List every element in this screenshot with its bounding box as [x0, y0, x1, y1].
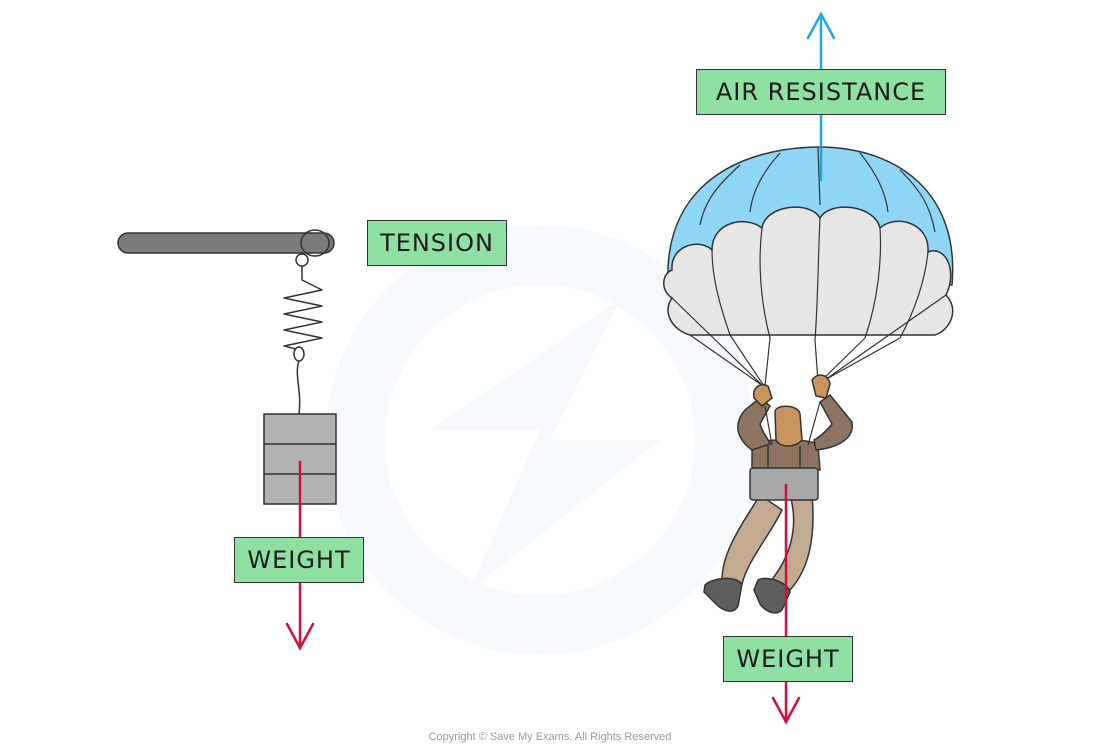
spring-icon — [283, 266, 323, 351]
weight-arrow-left — [285, 460, 315, 651]
weight-arrow-right — [771, 483, 801, 725]
air-resistance-arrow — [806, 11, 836, 71]
hanging-wire — [296, 360, 301, 415]
hook-loop — [300, 229, 330, 257]
left-boot — [703, 577, 743, 612]
harness — [749, 467, 819, 501]
head — [774, 405, 803, 447]
hook-ring-top — [295, 253, 309, 267]
weight-label-right: WEIGHT — [723, 636, 853, 682]
hook-ring-bottom — [293, 346, 305, 362]
copyright-text: Copyright © Save My Exams. All Rights Re… — [428, 731, 672, 743]
canopy-panel-lines — [699, 147, 936, 233]
right-boot — [753, 577, 791, 614]
watermark-logo — [325, 225, 755, 655]
air-resistance-label: AIR RESISTANCE — [696, 69, 946, 115]
parachutist — [663, 11, 954, 725]
left-arm — [737, 397, 771, 451]
tension-label: TENSION — [367, 220, 507, 266]
spring-mass-system — [117, 229, 337, 651]
right-hand — [811, 374, 831, 399]
weight-label-left: WEIGHT — [234, 537, 364, 583]
suspension-lines — [671, 294, 947, 387]
support-bar — [117, 232, 335, 254]
left-hand — [752, 384, 773, 408]
canopy-gores — [711, 217, 929, 341]
